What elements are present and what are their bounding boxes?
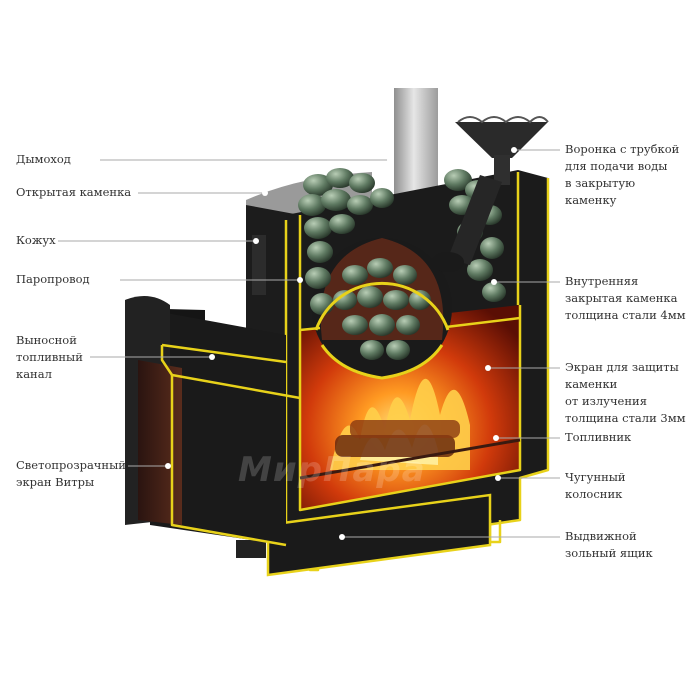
label-grate: Чугунный колосник	[565, 470, 626, 501]
label-chimney: Дымоход	[16, 152, 71, 166]
leader-dots	[165, 147, 517, 540]
label-fuel-channel: Выносной топливный канал	[16, 333, 83, 381]
leader-lines	[58, 149, 560, 538]
watermark: МирПара	[238, 450, 426, 490]
label-inner-heater: Внутренняя закрытая каменка толщина стал…	[565, 274, 686, 322]
label-casing: Кожух	[16, 233, 56, 247]
label-glass-screen: Светопрозрачный экран Витры	[16, 458, 126, 489]
water-funnel	[432, 116, 549, 272]
label-funnel: Воронка с трубкой для подачи воды в закр…	[565, 142, 680, 207]
closed-heater-stones	[333, 258, 431, 360]
glass-screen	[138, 360, 182, 525]
fuel-channel	[150, 310, 286, 545]
label-ash-box: Выдвижной зольный ящик	[565, 529, 653, 560]
label-heater-screen: Экран для защиты каменки от излучения то…	[565, 360, 686, 425]
label-open-heater: Открытая каменка	[16, 185, 132, 199]
label-steam-pipe: Паропровод	[16, 272, 90, 286]
label-firebox: Топливник	[565, 430, 632, 444]
ash-box	[268, 495, 490, 575]
